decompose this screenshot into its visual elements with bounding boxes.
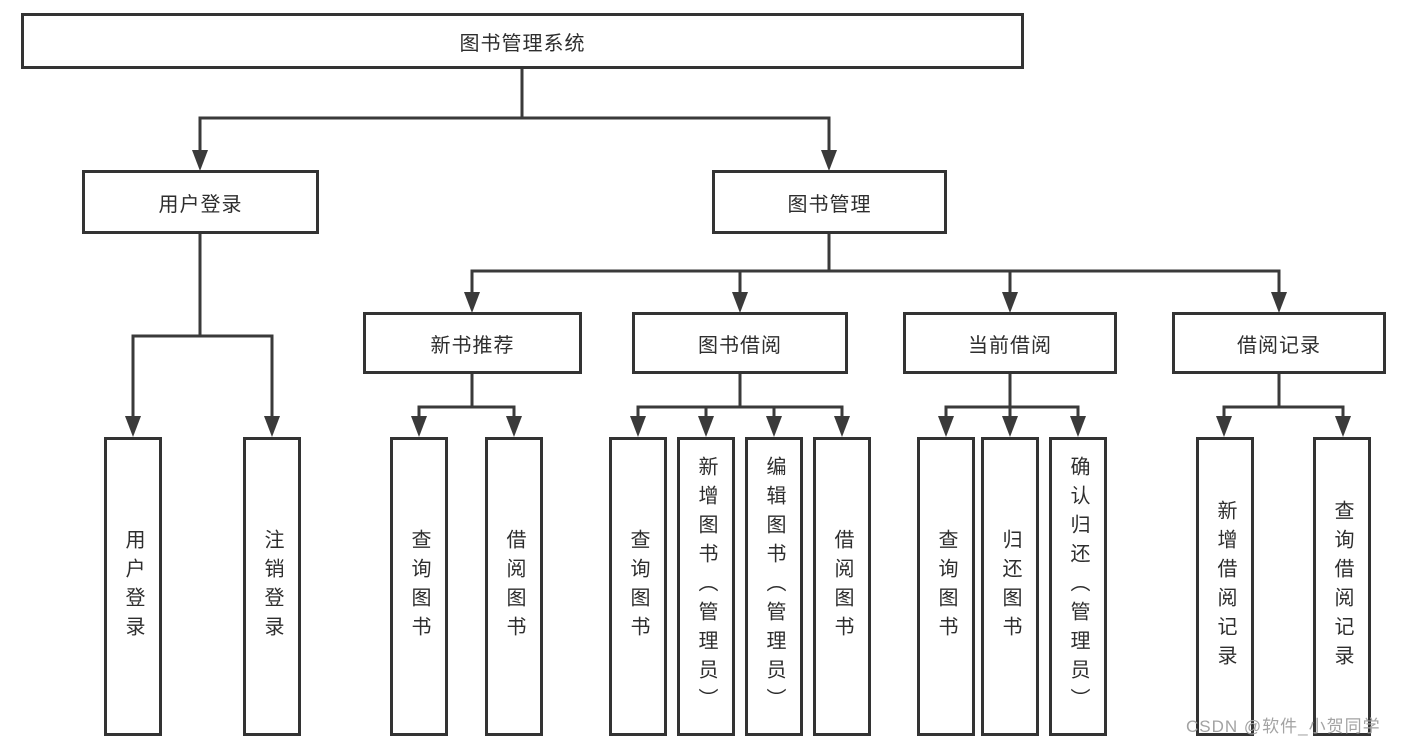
leaf-records-query-record: 查询借阅记录 [1313,437,1371,736]
leaf-borrow-query-books: 查询图书 [609,437,667,736]
leaf-borrow-edit-books-admin: 编辑图书（管理员） [745,437,803,736]
node-user-login: 用户登录 [82,170,319,234]
connector-userlogin-to-leaves [131,232,274,426]
leaf-logout: 注销登录 [243,437,301,736]
connector-root-to-level2 [198,66,831,160]
node-book-borrow: 图书借阅 [632,312,848,374]
connector-bookborrow-to-leaves [636,372,844,426]
leaf-current-confirm-return-admin: 确认归还（管理员） [1049,437,1107,736]
watermark: CSDN @软件_小贺同学 [1186,717,1381,736]
leaf-borrow-borrow-books: 借阅图书 [813,437,871,736]
leaf-records-add-record: 新增借阅记录 [1196,437,1254,736]
connector-newbooks-to-leaves [417,372,516,426]
connector-bookmgmt-to-level3 [470,232,1281,302]
node-borrow-records: 借阅记录 [1172,312,1386,374]
leaf-borrow-add-books-admin: 新增图书（管理员） [677,437,735,736]
node-root-system: 图书管理系统 [21,13,1024,69]
leaf-recommend-borrow-books: 借阅图书 [485,437,543,736]
node-current-borrow: 当前借阅 [903,312,1117,374]
connector-currentborrow-to-leaves [944,372,1080,426]
leaf-user-login: 用户登录 [104,437,162,736]
node-book-management: 图书管理 [712,170,947,234]
connector-records-to-leaves [1222,372,1345,426]
leaf-current-query-books: 查询图书 [917,437,975,736]
leaf-current-return-books: 归还图书 [981,437,1039,736]
leaf-recommend-query-books: 查询图书 [390,437,448,736]
node-new-book-recommend: 新书推荐 [363,312,582,374]
